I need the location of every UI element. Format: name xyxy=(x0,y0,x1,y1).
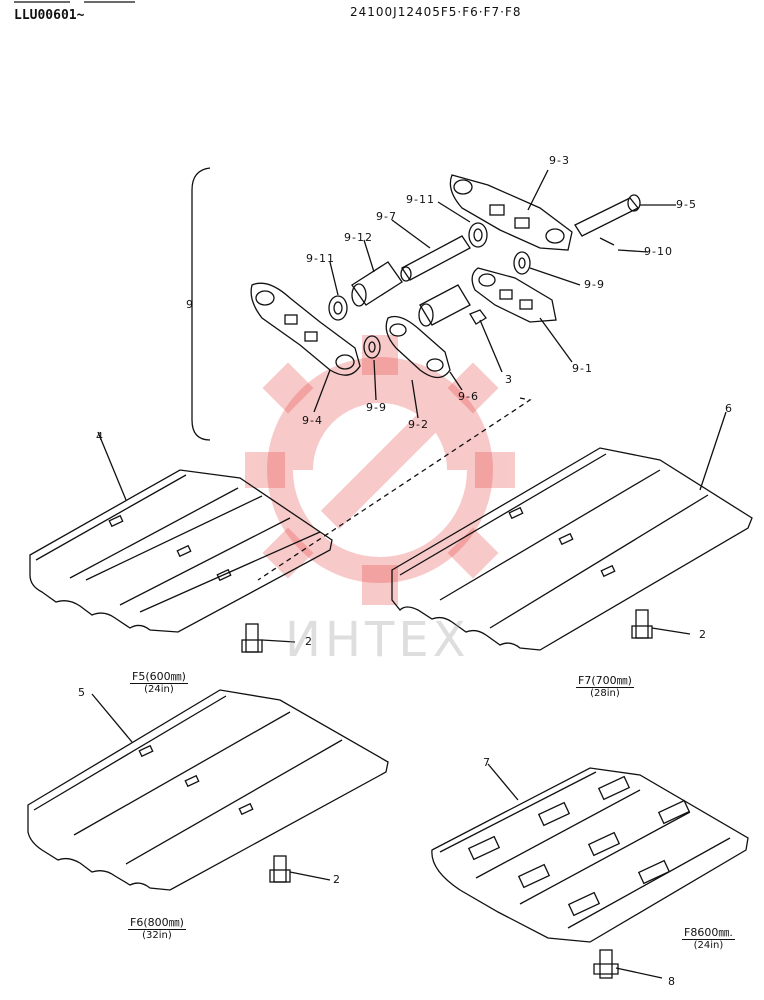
track-link-9-3 xyxy=(449,174,573,251)
serial-number: LLU00601~ xyxy=(14,8,85,23)
caption-f8-size: 600㎜. xyxy=(697,926,733,939)
callout-5: 5 xyxy=(78,686,86,699)
callout-9: 9 xyxy=(186,298,194,311)
callout-9-6: 9-6 xyxy=(458,390,479,403)
bushing-9-12 xyxy=(351,261,403,307)
track-link-9-4 xyxy=(250,282,361,376)
callout-9-5: 9-5 xyxy=(676,198,697,211)
callout-9-11-top: 9-11 xyxy=(406,193,435,206)
caption-f5: F5(600㎜) (24in) xyxy=(130,670,188,696)
caption-f5-size: (600㎜) xyxy=(145,670,186,683)
assembly-bracket xyxy=(191,167,211,441)
callout-9-7: 9-7 xyxy=(376,210,397,223)
callout-9-1: 9-1 xyxy=(572,362,593,375)
callout-9-12: 9-12 xyxy=(344,231,373,244)
callout-7: 7 xyxy=(483,756,491,769)
part-number: 24100J12405F5·F6·F7·F8 xyxy=(350,5,522,19)
caption-f7: F7(700㎜) (28in) xyxy=(576,674,634,700)
callout-4: 4 xyxy=(96,430,104,443)
caption-f7-code: F7 xyxy=(578,674,592,687)
pin-9-7 xyxy=(400,235,471,282)
callout-3: 3 xyxy=(505,373,513,386)
caption-f6-size: (800㎜) xyxy=(143,916,184,929)
callout-9-4: 9-4 xyxy=(302,414,323,427)
track-shoe-f7 xyxy=(391,447,753,651)
cotter-9-10 xyxy=(599,237,615,246)
track-link-9-2 xyxy=(385,315,451,379)
caption-f5-inch: (24in) xyxy=(144,684,174,695)
shoe-bolt-2-left xyxy=(241,623,263,653)
caption-f6-code: F6 xyxy=(130,916,144,929)
shoe-bolt-2-right xyxy=(631,609,653,639)
nut-3 xyxy=(469,309,487,325)
callout-2-bottom: 2 xyxy=(333,873,341,886)
track-shoe-f6 xyxy=(27,689,389,891)
callout-9-2: 9-2 xyxy=(408,418,429,431)
caption-f8-code: F8 xyxy=(684,926,698,939)
callout-9-3: 9-3 xyxy=(549,154,570,167)
spacer-9-9-left xyxy=(363,335,381,359)
caption-f8: F8600㎜. (24in) xyxy=(682,926,735,952)
seal-9-11-right xyxy=(468,222,488,248)
callout-9-10: 9-10 xyxy=(644,245,673,258)
track-shoe-f5 xyxy=(29,469,333,633)
spacer-9-9-right xyxy=(513,251,531,275)
seal-9-11-left xyxy=(328,295,348,321)
caption-f7-inch: (28in) xyxy=(590,688,620,699)
watermark-gear-icon xyxy=(267,357,493,583)
bushing-9-6 xyxy=(418,284,471,327)
callout-9-9-right: 9-9 xyxy=(584,278,605,291)
callout-2-left: 2 xyxy=(305,635,313,648)
caption-f8-inch: (24in) xyxy=(693,940,724,951)
track-link-9-1 xyxy=(471,267,557,323)
callout-6: 6 xyxy=(725,402,733,415)
caption-f6: F6(800㎜) (32in) xyxy=(128,916,186,942)
shoe-bolt-2-bottom xyxy=(269,855,291,883)
callout-9-11-left: 9-11 xyxy=(306,252,335,265)
shoe-bolt-8 xyxy=(593,949,619,979)
caption-f5-code: F5 xyxy=(132,670,146,683)
pin-9-5 xyxy=(574,194,641,237)
caption-f7-size: (700㎜) xyxy=(591,674,632,687)
callout-9-9-left: 9-9 xyxy=(366,401,387,414)
callout-8: 8 xyxy=(668,975,676,988)
callout-2-right: 2 xyxy=(699,628,707,641)
caption-f6-inch: (32in) xyxy=(142,930,172,941)
watermark-text: ИНТЕХ xyxy=(285,612,470,668)
track-shoe-f8 xyxy=(431,767,749,943)
